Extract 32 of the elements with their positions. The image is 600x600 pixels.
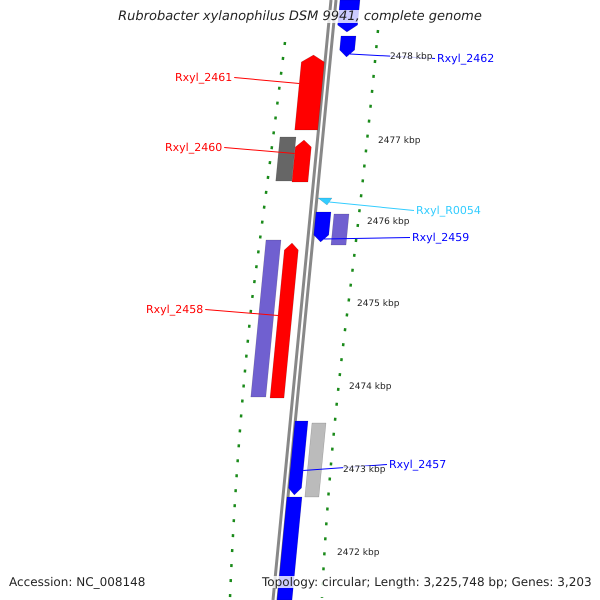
gene-block [292, 140, 312, 182]
leader-line [204, 309, 278, 316]
scale-label: 2478 kbp [390, 53, 432, 62]
gene-label: Rxyl_2458 [146, 304, 204, 315]
leader-line [324, 237, 410, 240]
gene-block [250, 240, 282, 398]
genome-stats-text: Topology: circular; Length: 3,225,748 bp; Genes: 3,203 [262, 576, 592, 588]
accession-text: Accession: NC_008148 [9, 576, 146, 588]
scale-label: 2472 kbp [337, 549, 380, 558]
scale-label: 2475 kbp [357, 300, 400, 309]
gene-block [276, 136, 296, 182]
rna-feature-marker [318, 198, 332, 206]
scale-label: 2476 kbp [367, 218, 410, 227]
gene-block [330, 214, 350, 246]
gene-label: Rxyl_2457 [389, 459, 446, 470]
gene-block [288, 420, 308, 496]
leader-line [224, 147, 296, 154]
gene-block [294, 54, 325, 130]
gene-label: Rxyl_2461 [175, 72, 232, 83]
gene-block [314, 212, 332, 242]
scale-label: 2473 kbp [343, 466, 386, 475]
gene-block [270, 242, 299, 398]
scale-label: 2474 kbp [349, 383, 392, 392]
gene-label: Rxyl_R0054 [416, 205, 481, 216]
leader-line [328, 202, 414, 211]
gene-label: Rxyl_2459 [412, 232, 470, 243]
gene-block [304, 422, 326, 498]
gene-block [339, 36, 356, 58]
gene-label: Rxyl_2460 [165, 142, 222, 153]
gene-label: Rxyl_2462 [437, 53, 494, 64]
leader-line [234, 77, 300, 84]
scale-label: 2477 kbp [378, 137, 420, 146]
